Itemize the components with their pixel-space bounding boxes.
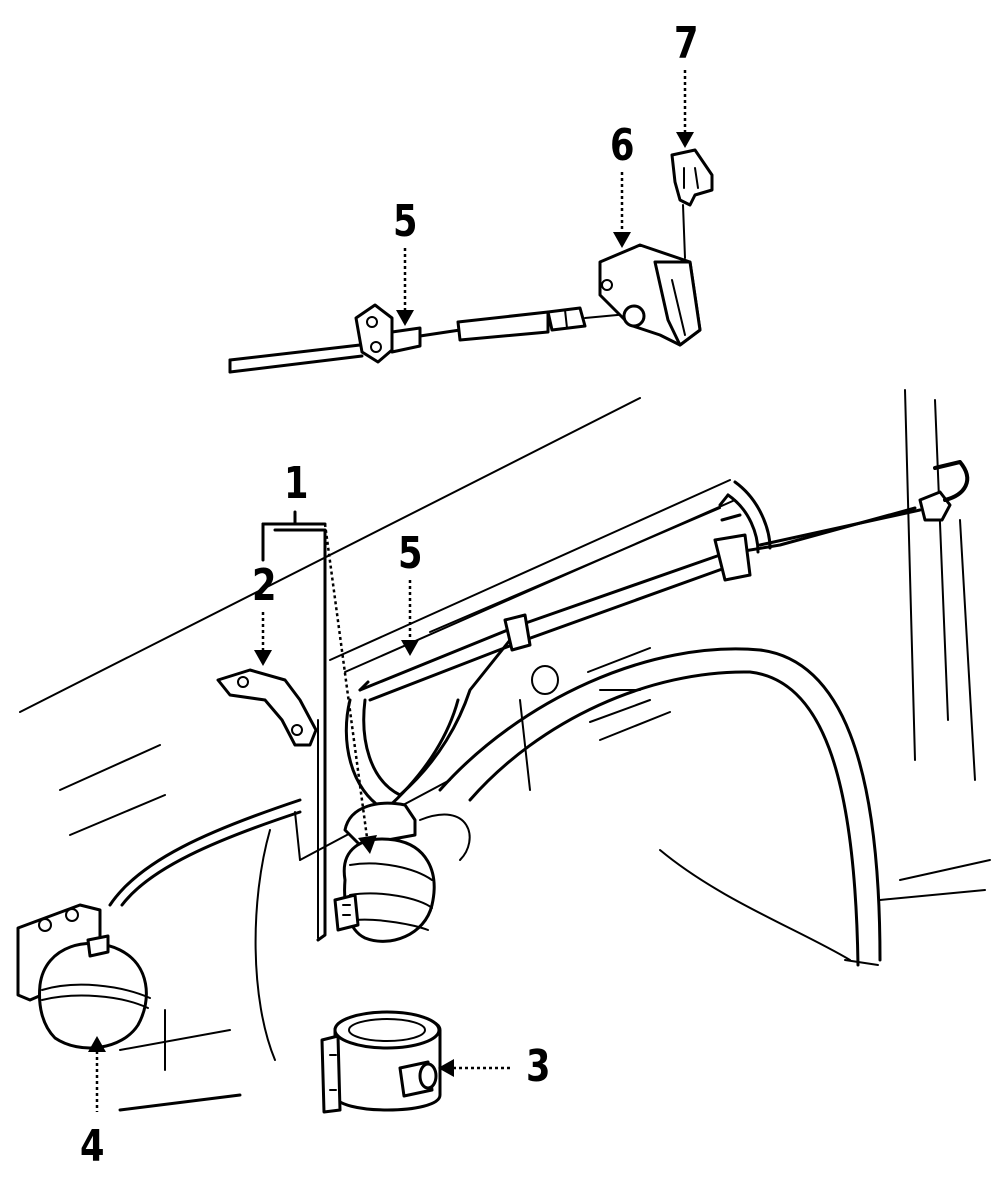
mount-part-3	[320, 1010, 442, 1114]
fender-outline	[19, 389, 991, 1112]
callout-2: 2	[252, 560, 277, 611]
cable-routing-lower	[344, 460, 970, 812]
clip-part-7	[670, 148, 714, 259]
callout-5-upper: 5	[393, 196, 418, 247]
callout-1: 1	[284, 458, 309, 509]
horn-part-4	[16, 798, 302, 1050]
callout-5-lower: 5	[398, 528, 423, 579]
cable-assembly-upper	[228, 303, 629, 374]
horn-bracket-plate	[273, 528, 327, 942]
bracket-part-2	[216, 668, 318, 747]
horn-assembly	[333, 801, 436, 943]
callout-6: 6	[610, 120, 635, 171]
latch-part-6	[598, 243, 702, 347]
callout-7: 7	[674, 18, 699, 69]
callout-4: 4	[80, 1121, 105, 1172]
leader-lines	[88, 70, 694, 1112]
wheel-housing	[419, 647, 882, 967]
callout-3: 3	[526, 1041, 551, 1092]
